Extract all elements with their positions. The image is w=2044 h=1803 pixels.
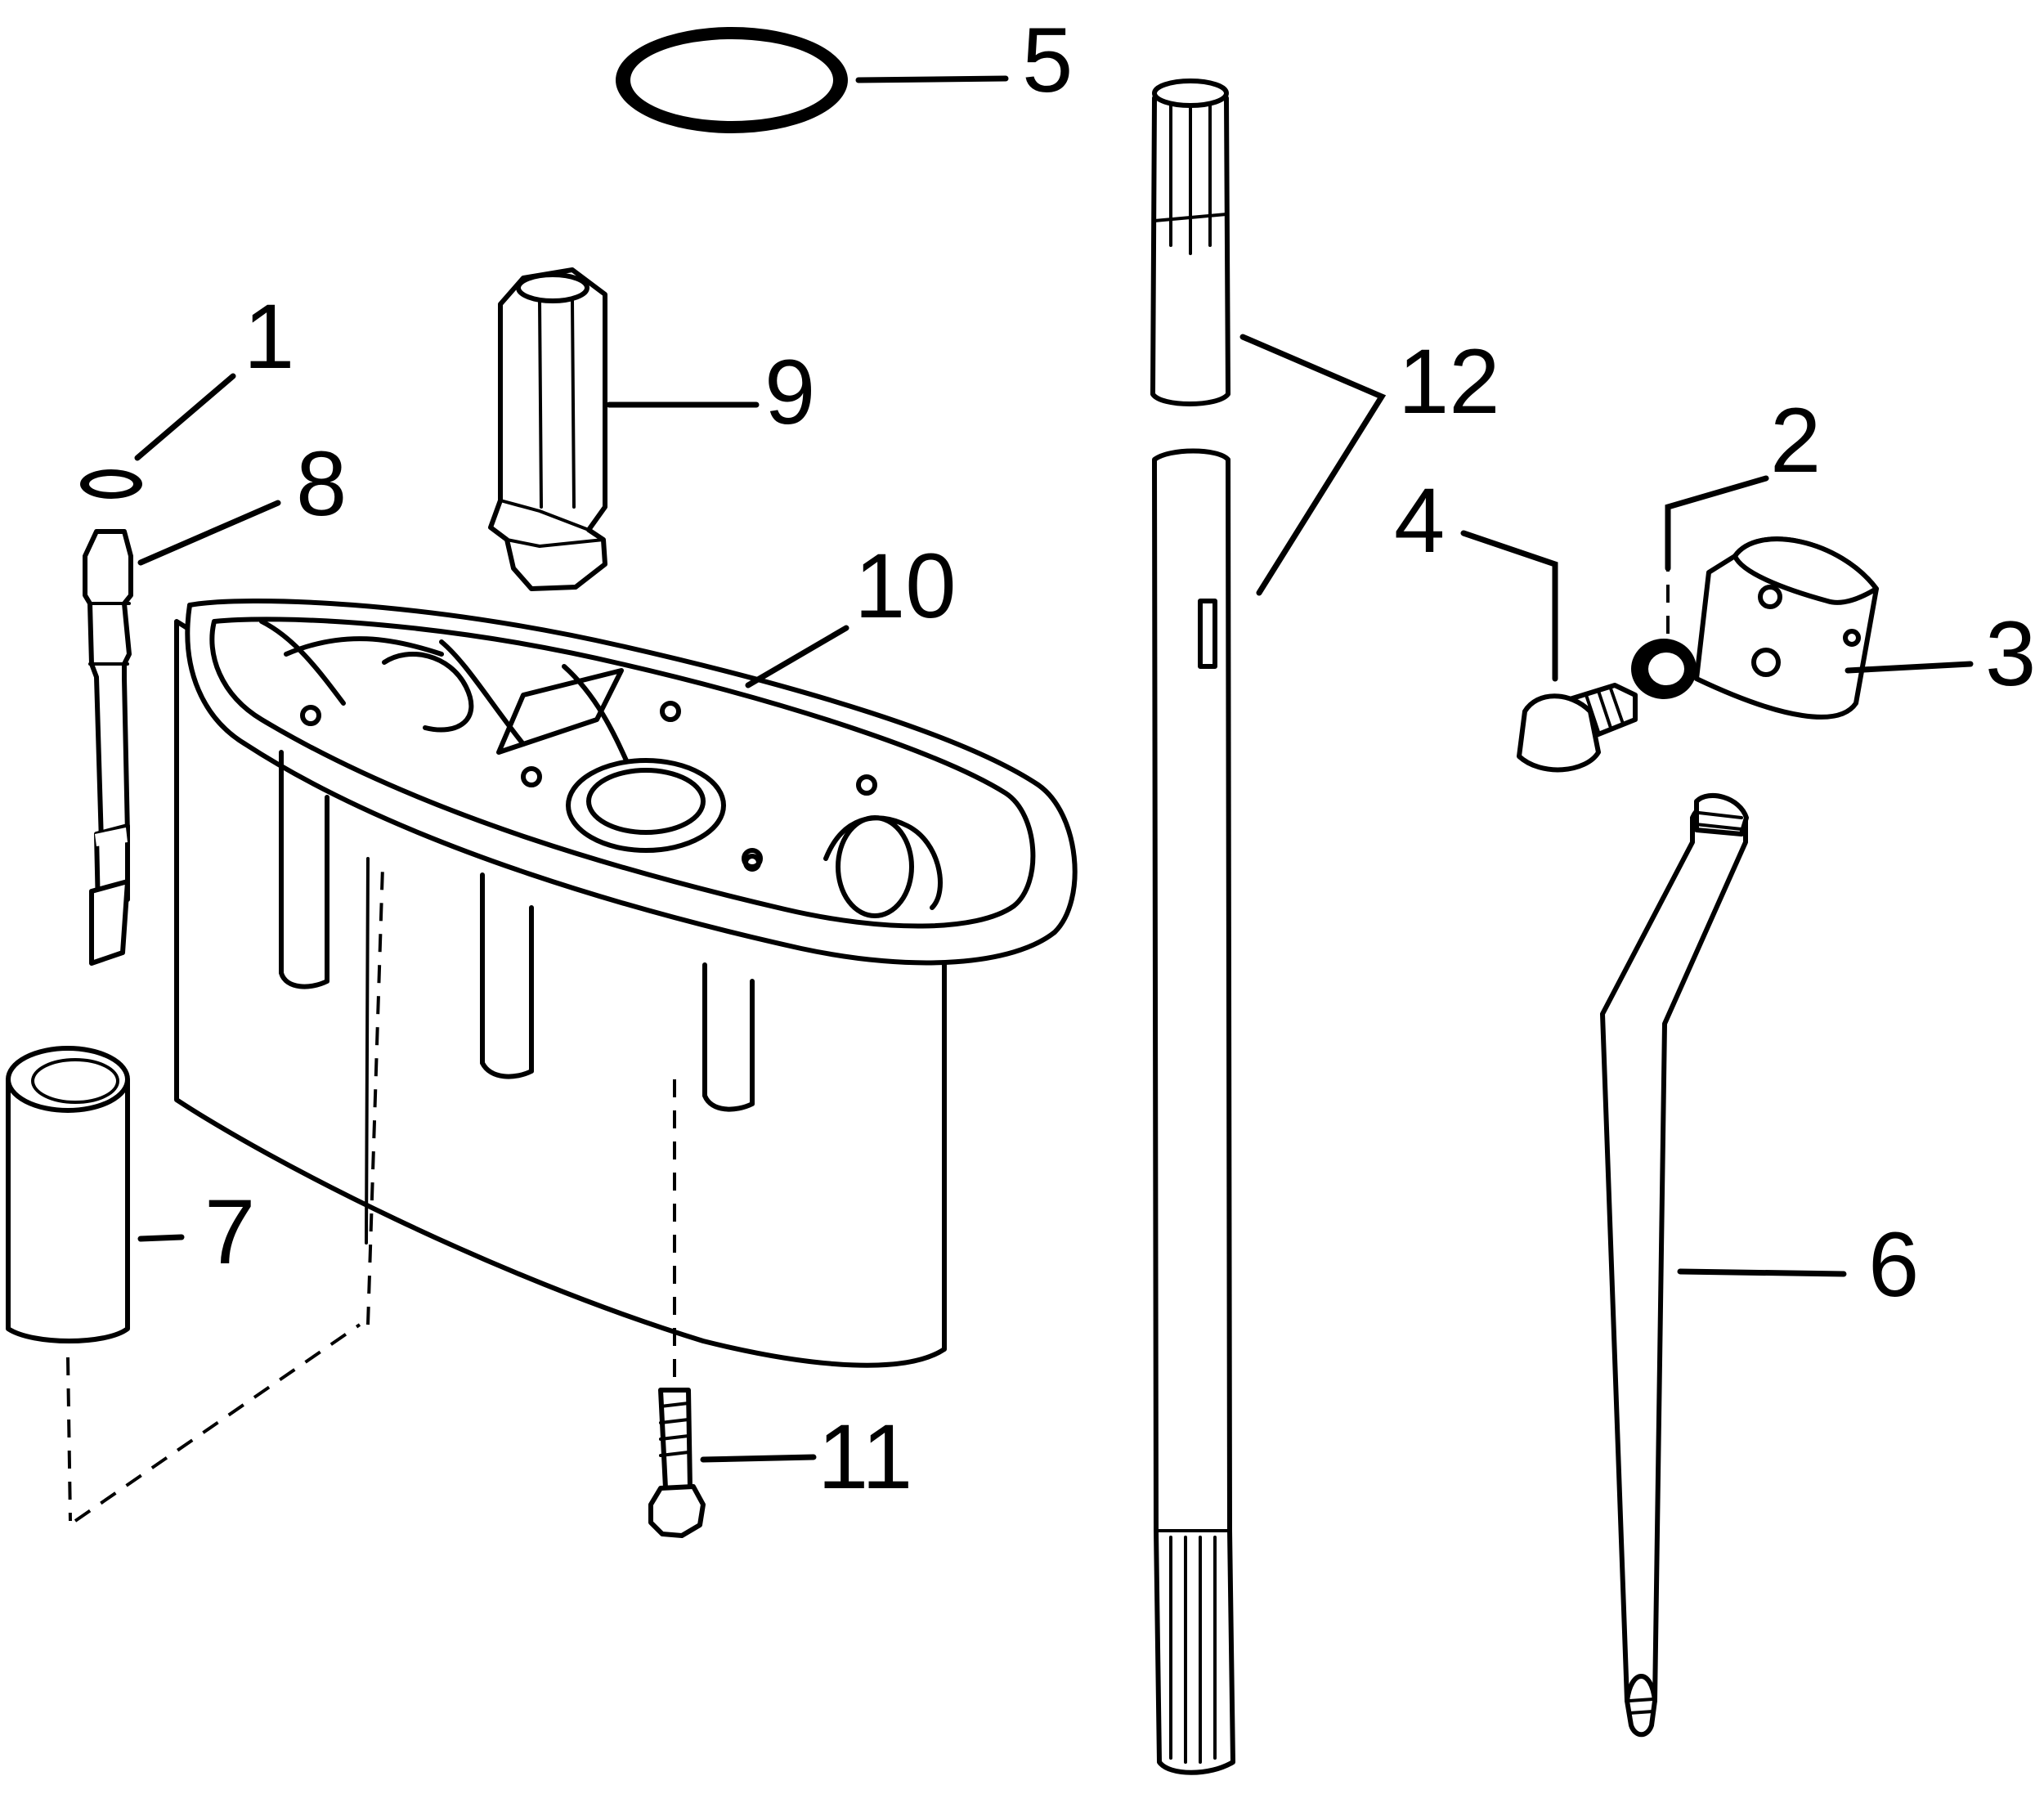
- part-11-screw: [648, 1388, 706, 1538]
- callout-11: 11: [818, 1406, 912, 1508]
- callout-12: 12: [1398, 330, 1500, 433]
- callout-3: 3: [1985, 603, 2036, 705]
- callout-6: 6: [1868, 1213, 1919, 1316]
- part-12-drive-shaft-lower: [1152, 448, 1235, 1775]
- alignment-lines: [66, 564, 1670, 1523]
- part-4-bolt: [1517, 683, 1638, 773]
- callout-10: 10: [854, 535, 957, 637]
- leader-lines: [134, 75, 1974, 1463]
- part-12-drive-shaft-upper: [1150, 78, 1230, 406]
- part-2-washer: [1631, 639, 1697, 699]
- part-6-bent-rod: [1600, 792, 1749, 1738]
- part-9-hex-coupler: [488, 267, 607, 591]
- callout-5: 5: [1022, 9, 1073, 111]
- callout-8: 8: [296, 433, 347, 535]
- callout-4: 4: [1394, 469, 1445, 572]
- callout-labels: 5 1 8 9 10 12 2 4 3 6 7 11: [204, 9, 2036, 1508]
- callout-2: 2: [1770, 389, 1821, 491]
- callout-1: 1: [244, 285, 294, 388]
- part-7-bushing: [6, 1046, 130, 1343]
- part-3-clamp-block: [1694, 536, 1879, 720]
- part-10-housing: [174, 599, 1078, 1368]
- callout-9: 9: [764, 341, 815, 443]
- part-5-o-ring: [616, 27, 848, 133]
- part-8-fitting-tube: [83, 529, 133, 966]
- part-1-small-o-ring: [80, 469, 142, 499]
- callout-7: 7: [204, 1181, 255, 1283]
